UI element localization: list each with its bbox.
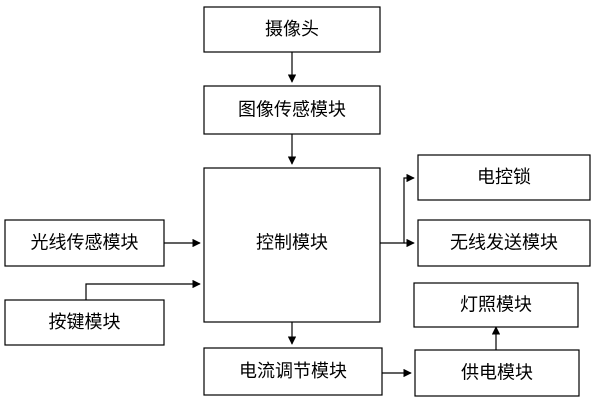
- node-image-sensor: 图像传感模块: [203, 85, 381, 135]
- node-control-label: 控制模块: [256, 233, 328, 254]
- node-keypad: 按键模块: [4, 299, 165, 346]
- node-keypad-label: 按键模块: [49, 312, 121, 333]
- node-wireless-tx: 无线发送模块: [417, 219, 591, 267]
- node-power-supply: 供电模块: [414, 349, 580, 397]
- node-image-sensor-label: 图像传感模块: [238, 100, 346, 121]
- connectors: [85, 52, 501, 378]
- arrow-keypad-to-control: [85, 279, 201, 300]
- node-light-sensor-label: 光线传感模块: [31, 233, 139, 254]
- node-camera-label: 摄像头: [265, 19, 319, 40]
- node-lighting: 灯照模块: [413, 282, 579, 328]
- node-electric-lock-label: 电控锁: [477, 167, 531, 188]
- node-camera: 摄像头: [203, 6, 381, 53]
- arrow-control-to-electric-lock: [380, 173, 415, 244]
- node-light-sensor: 光线传感模块: [4, 219, 165, 267]
- node-wireless-tx-label: 无线发送模块: [450, 233, 558, 254]
- node-electric-lock: 电控锁: [417, 154, 591, 201]
- node-control: 控制模块: [203, 167, 381, 323]
- node-current-reg-label: 电流调节模块: [239, 361, 347, 382]
- node-power-supply-label: 供电模块: [461, 363, 533, 384]
- node-current-reg: 电流调节模块: [203, 347, 383, 396]
- node-lighting-label: 灯照模块: [460, 295, 532, 316]
